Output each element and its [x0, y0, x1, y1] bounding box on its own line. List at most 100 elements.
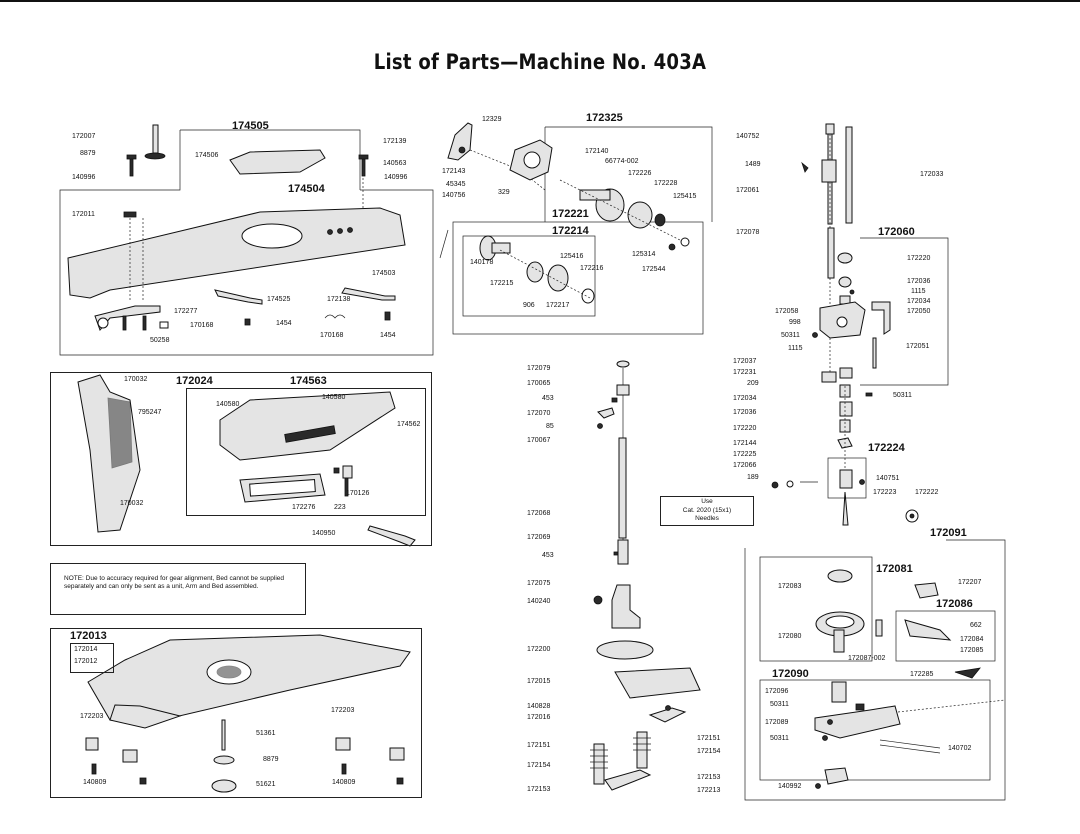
part-label: 172138 — [327, 296, 351, 303]
part-label: 172014 — [74, 646, 98, 653]
part-label: 174506 — [195, 152, 219, 159]
note-text: NOTE: Due to accuracy required for gear … — [64, 575, 285, 590]
part-label: 172034 — [907, 298, 931, 305]
part-label: 172085 — [960, 647, 984, 654]
part-label: 172079 — [527, 365, 551, 372]
part-label: 998 — [789, 319, 801, 326]
part-label: 172153 — [697, 774, 721, 781]
part-label: 172225 — [733, 451, 757, 458]
assembly-174505: 174505 — [232, 120, 269, 132]
part-label: 172220 — [907, 255, 931, 262]
part-label: 174503 — [372, 270, 396, 277]
part-label: 170032 — [124, 376, 148, 383]
assembly-172013: 172013 — [70, 630, 107, 642]
lever-172138-drawing — [341, 287, 396, 301]
part-label: 140751 — [876, 475, 900, 482]
part-label: 125416 — [560, 253, 584, 260]
part-label: 140996 — [384, 174, 408, 181]
part-label: 172223 — [873, 489, 897, 496]
part-label: 172231 — [733, 369, 757, 376]
part-label: 172226 — [628, 170, 652, 177]
part-label: 1115 — [911, 288, 926, 295]
part-label: 50311 — [893, 392, 912, 399]
part-label: 140580 — [216, 401, 240, 408]
assembly-172086: 172086 — [936, 598, 973, 610]
bobbin-case-drawing — [827, 569, 853, 583]
part-label: 172277 — [174, 308, 198, 315]
part-label: 172078 — [736, 229, 760, 236]
part-label: 140809 — [83, 779, 107, 786]
assembly-172024: 172024 — [176, 375, 213, 387]
assembly-172224: 172224 — [868, 442, 905, 454]
part-label: 140563 — [383, 160, 407, 167]
assembly-172325: 172325 — [586, 112, 623, 124]
part-label: 50258 — [150, 337, 170, 344]
take-up-lever-drawing — [447, 122, 473, 161]
part-label: 45345 — [446, 181, 466, 188]
part-label: 50311 — [781, 332, 800, 339]
needle-note-line2: Cat. 2020 (15x1) — [682, 506, 732, 514]
part-label: 174525 — [267, 296, 291, 303]
part-label: 172012 — [74, 658, 98, 665]
part-label: 172011 — [72, 211, 95, 218]
part-label: 8879 — [80, 150, 96, 157]
part-label: 140240 — [527, 598, 551, 605]
part-label: 140756 — [442, 192, 466, 199]
part-label: 140702 — [948, 745, 972, 752]
part-label: 172061 — [736, 187, 760, 194]
part-label: 172083 — [778, 583, 802, 590]
part-label: 140752 — [736, 133, 760, 140]
part-label: 172276 — [292, 504, 316, 511]
needle-note-line3: Needles — [695, 515, 719, 522]
part-label: 172213 — [697, 787, 721, 794]
part-label: 172066 — [733, 462, 757, 469]
part-label: 172096 — [765, 688, 789, 695]
part-label: 453 — [542, 552, 554, 559]
part-label: 172144 — [733, 440, 757, 447]
part-label: 140809 — [332, 779, 356, 786]
part-label: 140580 — [322, 394, 346, 401]
part-label: 85 — [546, 423, 554, 430]
arm-cover-drawing — [67, 207, 406, 299]
assembly-172060: 172060 — [878, 226, 915, 238]
part-label: 906 — [523, 302, 535, 309]
part-label: 140178 — [470, 259, 494, 266]
top-cover-plate-drawing — [229, 149, 326, 175]
part-label: 172068 — [527, 510, 551, 517]
part-label: 172087-002 — [848, 655, 886, 662]
part-label: 172036 — [907, 278, 931, 285]
part-label: 140828 — [527, 703, 551, 710]
part-label: 172151 — [527, 742, 551, 749]
part-label: 1489 — [745, 161, 761, 168]
part-label: 172154 — [527, 762, 551, 769]
presser-foot-drawing — [611, 584, 641, 629]
part-label: 50311 — [770, 735, 789, 742]
part-label: 172070 — [527, 410, 551, 417]
part-label: 795247 — [138, 409, 162, 416]
part-label: 209 — [747, 380, 759, 387]
part-label: 172203 — [331, 707, 355, 714]
part-label: 172089 — [765, 719, 789, 726]
lever-drawing — [214, 289, 263, 305]
box-174563 — [186, 388, 426, 516]
part-label: 170065 — [527, 380, 551, 387]
part-label: 51361 — [256, 730, 276, 737]
part-label: 170168 — [320, 332, 344, 339]
part-label: 172151 — [697, 735, 721, 742]
part-label: 172216 — [580, 265, 604, 272]
spindle-drawing — [845, 126, 853, 224]
part-label: 172016 — [527, 714, 551, 721]
part-label: 172034 — [733, 395, 757, 402]
part-label: 172207 — [958, 579, 982, 586]
part-label: 172037 — [733, 358, 757, 365]
part-label: 172036 — [733, 409, 757, 416]
part-label: 1115 — [788, 345, 803, 352]
part-label: 329 — [498, 189, 510, 196]
part-label: 172033 — [920, 171, 944, 178]
part-label: 172544 — [642, 266, 666, 273]
part-label: 51621 — [256, 781, 276, 788]
part-label: 1454 — [380, 332, 396, 339]
part-label: 189 — [747, 474, 759, 481]
assembly-172090: 172090 — [772, 668, 809, 680]
